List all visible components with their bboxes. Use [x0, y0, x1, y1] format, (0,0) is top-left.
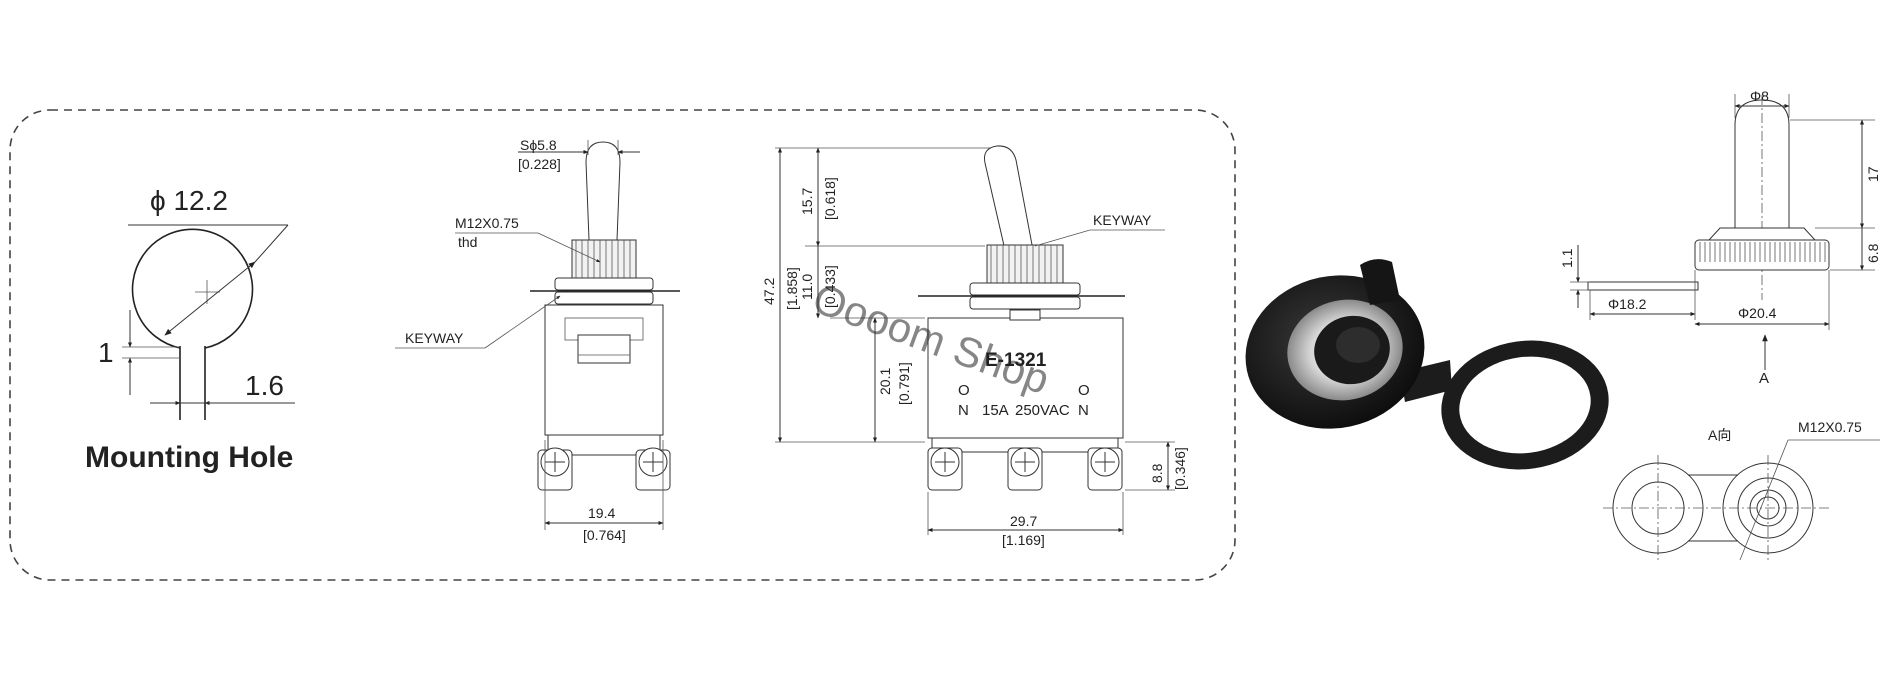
cap-height-text: 17 [1865, 166, 1881, 182]
side-keyway-text: KEYWAY [405, 330, 464, 346]
side-thread-note: thd [458, 234, 477, 250]
key-width-text: 1.6 [245, 370, 284, 401]
cap-ring-thickness-text: 1.1 [1559, 248, 1575, 268]
front-body [927, 317, 1124, 439]
switch-front-view: E-1321 O O N 15A 250VAC N KEYWAY [761, 145, 1188, 548]
dashed-frame [9, 109, 1236, 581]
body-height-text: 20.1 [877, 368, 893, 395]
side-terminal-left [537, 447, 573, 491]
front-lever [984, 145, 1034, 251]
side-nut-top [554, 277, 654, 291]
front-label-left: N [958, 402, 969, 419]
diameter-dimension-line [164, 261, 256, 336]
lever-tip-in-text: [0.228] [518, 156, 561, 172]
waterproof-cap-photo [1245, 259, 1609, 470]
cap-thread-text: M12X0.75 [1798, 419, 1862, 435]
side-body-window [577, 334, 631, 364]
terminal-height-text: 8.8 [1149, 463, 1165, 483]
side-width-in-text: [0.764] [583, 527, 626, 543]
cap-view-label-text: A向 [1708, 427, 1731, 443]
front-bushing [986, 244, 1064, 284]
side-nut-bottom [554, 291, 654, 305]
front-label-right: N [1078, 402, 1089, 419]
cap-view-arrow-text: A [1759, 370, 1769, 387]
total-height-text: 47.2 [761, 278, 777, 305]
cap-tip-dia-text: Φ8 [1750, 88, 1769, 104]
total-height-in-text: [1.858] [784, 267, 800, 310]
front-terminal-center [1007, 447, 1043, 491]
side-body [544, 304, 664, 436]
front-terminal-left [927, 447, 963, 491]
cap-base-height-text: 6.8 [1865, 243, 1881, 263]
front-width-text: 29.7 [1010, 513, 1037, 529]
mounting-hole-diameter-text: ϕ 12.2 [150, 185, 228, 216]
cap-inner-dia-text: Φ18.2 [1608, 296, 1647, 312]
mounting-hole-title: Mounting Hole [85, 441, 293, 474]
cap-bottom-view [1603, 439, 1880, 561]
cap-base-outline [1694, 239, 1830, 271]
side-width-text: 19.4 [588, 505, 615, 521]
lever-height-text: 15.7 [799, 188, 815, 215]
lever-tip-text: Sϕ5.8 [520, 137, 557, 153]
cap-tether-plate [1587, 281, 1699, 291]
front-pos-left: O [958, 382, 970, 399]
bushing-height-in-text: [0.433] [822, 265, 838, 308]
terminal-height-in-text: [0.346] [1172, 447, 1188, 490]
front-nut-top [969, 282, 1081, 296]
front-width-in-text: [1.169] [1002, 532, 1045, 548]
front-terminal-right [1087, 447, 1123, 491]
mounting-hole-drawing: ϕ 12.2 1 1.6 Mounting Hole [85, 185, 295, 474]
front-keyway-text: KEYWAY [1093, 212, 1152, 228]
side-lever [585, 141, 621, 241]
mounting-hole-outline [131, 228, 254, 349]
bushing-height-text: 11.0 [799, 274, 815, 300]
cap-dimension-drawing: Φ8 17 6.8 1.1 Φ18.2 Φ20.4 A A向 [1559, 88, 1881, 561]
side-thread-text: M12X0.75 [455, 215, 519, 231]
body-height-in-text: [0.791] [896, 362, 912, 405]
side-terminal-right [635, 447, 671, 491]
switch-side-view: Sϕ5.8 [0.228] M12X0.75 thd KEYWAY 19.4 [… [395, 137, 680, 543]
front-rating-current: 15A [982, 402, 1009, 419]
front-model-text: E-1321 [985, 350, 1047, 371]
front-nut-bottom [969, 296, 1081, 310]
cap-outer-dia-text: Φ20.4 [1738, 305, 1777, 321]
lever-height-in-text: [0.618] [822, 177, 838, 220]
key-height-text: 1 [98, 337, 114, 368]
side-bushing [571, 239, 637, 279]
front-pos-right: O [1078, 382, 1090, 399]
front-rating-voltage: 250VAC [1015, 402, 1070, 419]
